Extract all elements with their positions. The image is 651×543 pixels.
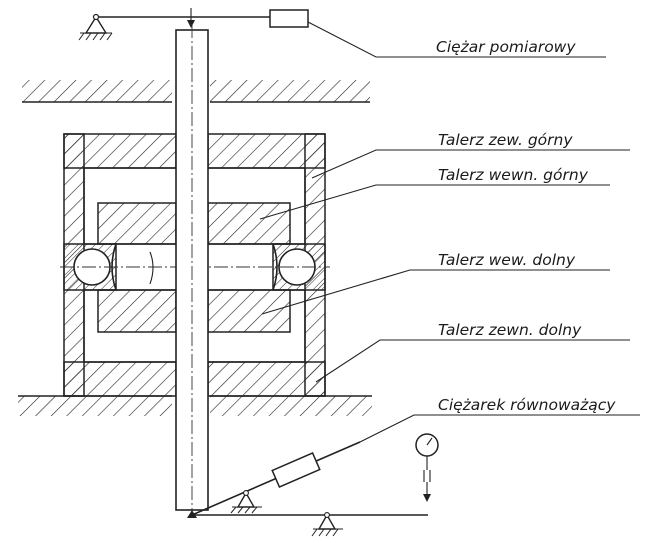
label-measuring-weight: Ciężar pomiarowy bbox=[436, 38, 576, 56]
ground-top bbox=[22, 80, 370, 103]
inner-upper-plate bbox=[97, 202, 291, 245]
measuring-weight bbox=[269, 9, 309, 28]
outer-upper-plate bbox=[63, 133, 326, 245]
label-inner-upper-plate: Talerz wewn. górny bbox=[438, 166, 589, 184]
top-lever bbox=[78, 8, 309, 41]
leader-lines bbox=[259, 21, 640, 443]
outer-lower-plate bbox=[63, 289, 326, 397]
label-outer-upper-plate: Talerz zew. górny bbox=[438, 131, 573, 149]
bearing-races bbox=[60, 243, 330, 291]
label-inner-lower-plate: Talerz wew. dolny bbox=[438, 251, 576, 269]
balancing-weight bbox=[271, 451, 321, 489]
labels: Ciężar pomiarowy Talerz zew. górny Taler… bbox=[436, 38, 616, 414]
dial-gauge-icon bbox=[415, 433, 439, 502]
label-outer-lower-plate: Talerz zewn. dolny bbox=[438, 321, 582, 339]
shaft bbox=[175, 24, 209, 518]
bottom-lever bbox=[187, 441, 428, 537]
inner-lower-plate bbox=[97, 289, 291, 333]
label-balancing-weight: Ciężarek równoważący bbox=[438, 396, 616, 414]
